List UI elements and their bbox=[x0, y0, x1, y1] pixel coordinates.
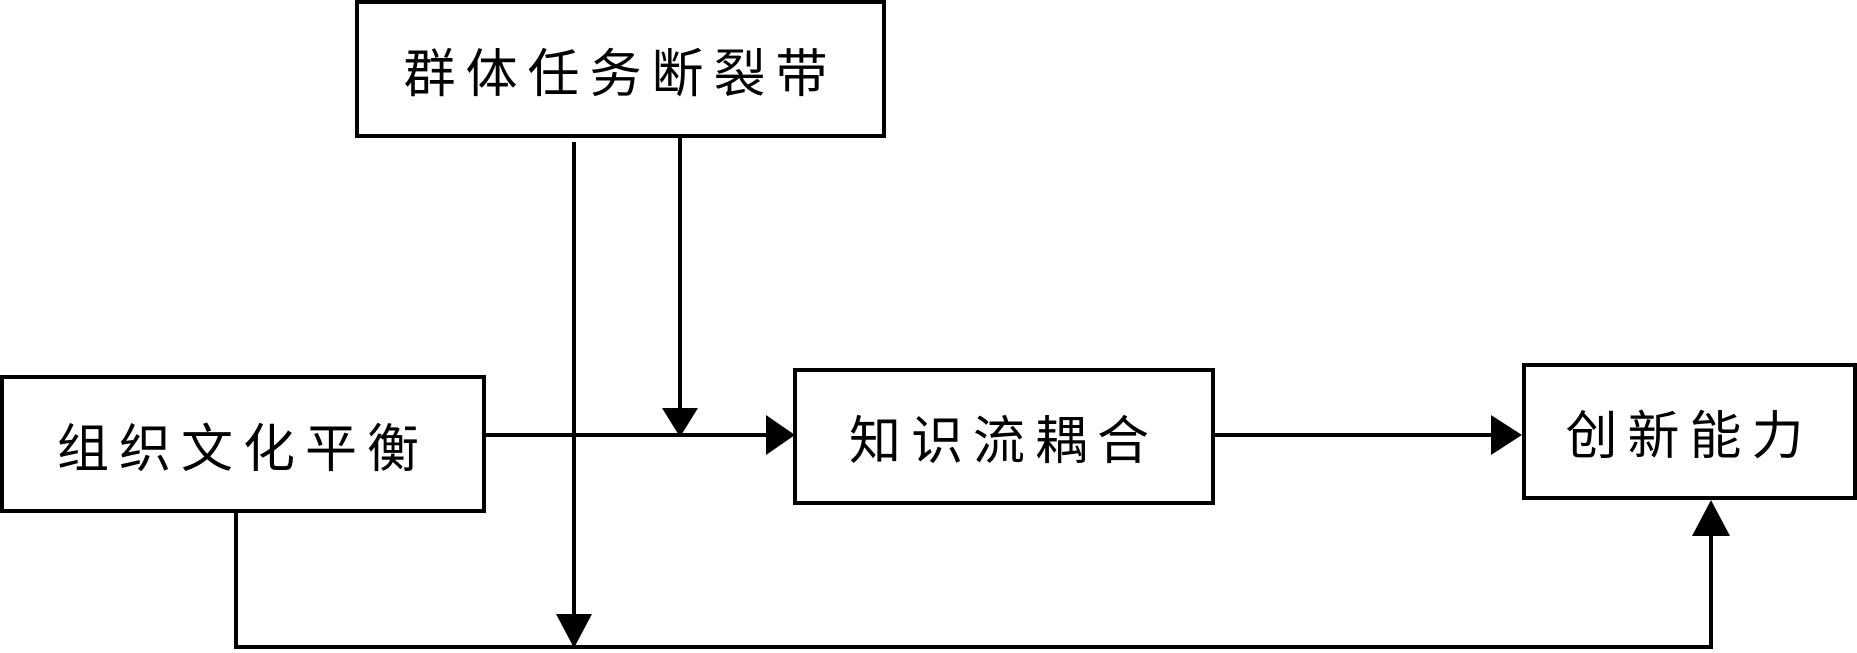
node-label: 组织文化平衡 bbox=[56, 419, 429, 480]
node-knowledge-flow-coupling: 知识流耦合 bbox=[793, 368, 1215, 505]
arrowhead-moderation-direct bbox=[556, 614, 592, 648]
node-label: 群体任务断裂带 bbox=[403, 44, 838, 105]
arrowhead-to-knowledge bbox=[766, 415, 795, 455]
arrowhead-to-innovation bbox=[1491, 415, 1522, 455]
node-label: 知识流耦合 bbox=[848, 412, 1159, 472]
arrowhead-to-innovation-bottom bbox=[1692, 500, 1730, 536]
node-label: 创新能力 bbox=[1565, 407, 1814, 467]
node-group-task-faultline: 群体任务断裂带 bbox=[355, 0, 886, 138]
node-organizational-culture-balance: 组织文化平衡 bbox=[0, 375, 486, 513]
connector-culture-to-innovation bbox=[234, 503, 1713, 649]
node-innovation-capability: 创新能力 bbox=[1522, 363, 1857, 500]
arrowhead-moderation-knowledge bbox=[662, 408, 698, 437]
